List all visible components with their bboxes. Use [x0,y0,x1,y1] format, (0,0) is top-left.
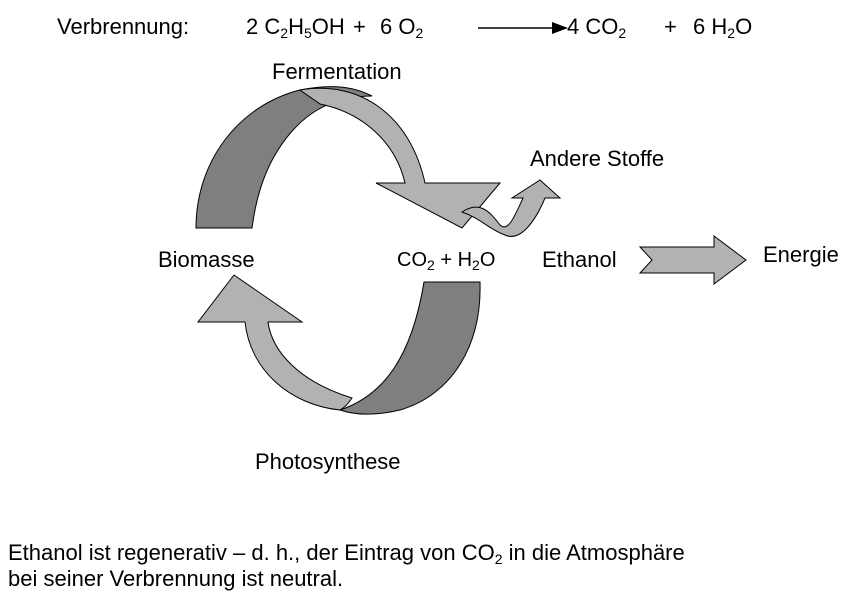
formula-part: O [479,249,496,271]
equation-product-water: 6 H2O [693,14,752,40]
photosynthese-arrow-front [196,274,353,411]
equation-label: Verbrennung: [57,14,190,39]
formula-subscript: 5 [303,25,312,41]
photosynthese-label: Photosynthese [255,449,401,474]
formula-part: O [398,14,416,39]
fermentation-arrow-front [298,87,502,229]
formula-subscript: 2 [727,25,736,41]
formula-part: CO [397,249,427,271]
equation-plus: + [664,14,677,39]
equation-product-co2: 4 CO2 [567,14,626,40]
formula-part: O [735,14,753,39]
ethanol-coefficient: 2 [246,14,259,39]
footnote-line-2: bei seiner Verbrennung ist neutral. [8,566,344,591]
energy-arrow [638,235,747,285]
andere-stoffe-label: Andere Stoffe [530,146,665,171]
equation-reactant-oxygen: 6 O2 [380,14,423,40]
footnote-line-1: Ethanol ist regenerativ – d. h., der Ein… [8,539,685,566]
formula-part: H [711,14,728,39]
fermentation-label: Fermentation [272,59,402,84]
formula-subscript: 2 [280,25,289,41]
formula-subscript: 2 [415,25,424,41]
formula-part: OH [311,14,345,39]
equation-plus: + [353,14,366,39]
equation-reactant-ethanol: 2 C2H5OH [246,14,345,40]
footnote-text: in die Atmosphäre [502,540,685,565]
footnote-text: Ethanol ist regenerativ – d. h., der Ein… [8,540,495,565]
photosynthese-arrow-back [338,281,481,415]
formula-part: H [288,14,304,39]
fermentation-arrow-back [195,86,373,229]
formula-part: CO [585,14,619,39]
biomasse-label: Biomasse [158,247,255,272]
reaction-arrow-head [552,22,568,34]
oxygen-coefficient: 6 [380,14,393,39]
formula-subscript: 2 [494,551,503,567]
formula-subscript: 2 [427,257,435,273]
andere-stoffe-arrow [460,179,562,237]
ethanol-label: Ethanol [542,247,617,272]
formula-subscript: 2 [618,25,627,41]
formula-subscript: 2 [472,257,480,273]
formula-part: + H [434,249,473,271]
energie-label: Energie [763,242,839,267]
water-coefficient: 6 [693,14,706,39]
formula-part: C [264,14,281,39]
co2-coefficient: 4 [567,14,580,39]
co2-h2o-label: CO2 + H2O [397,247,495,273]
